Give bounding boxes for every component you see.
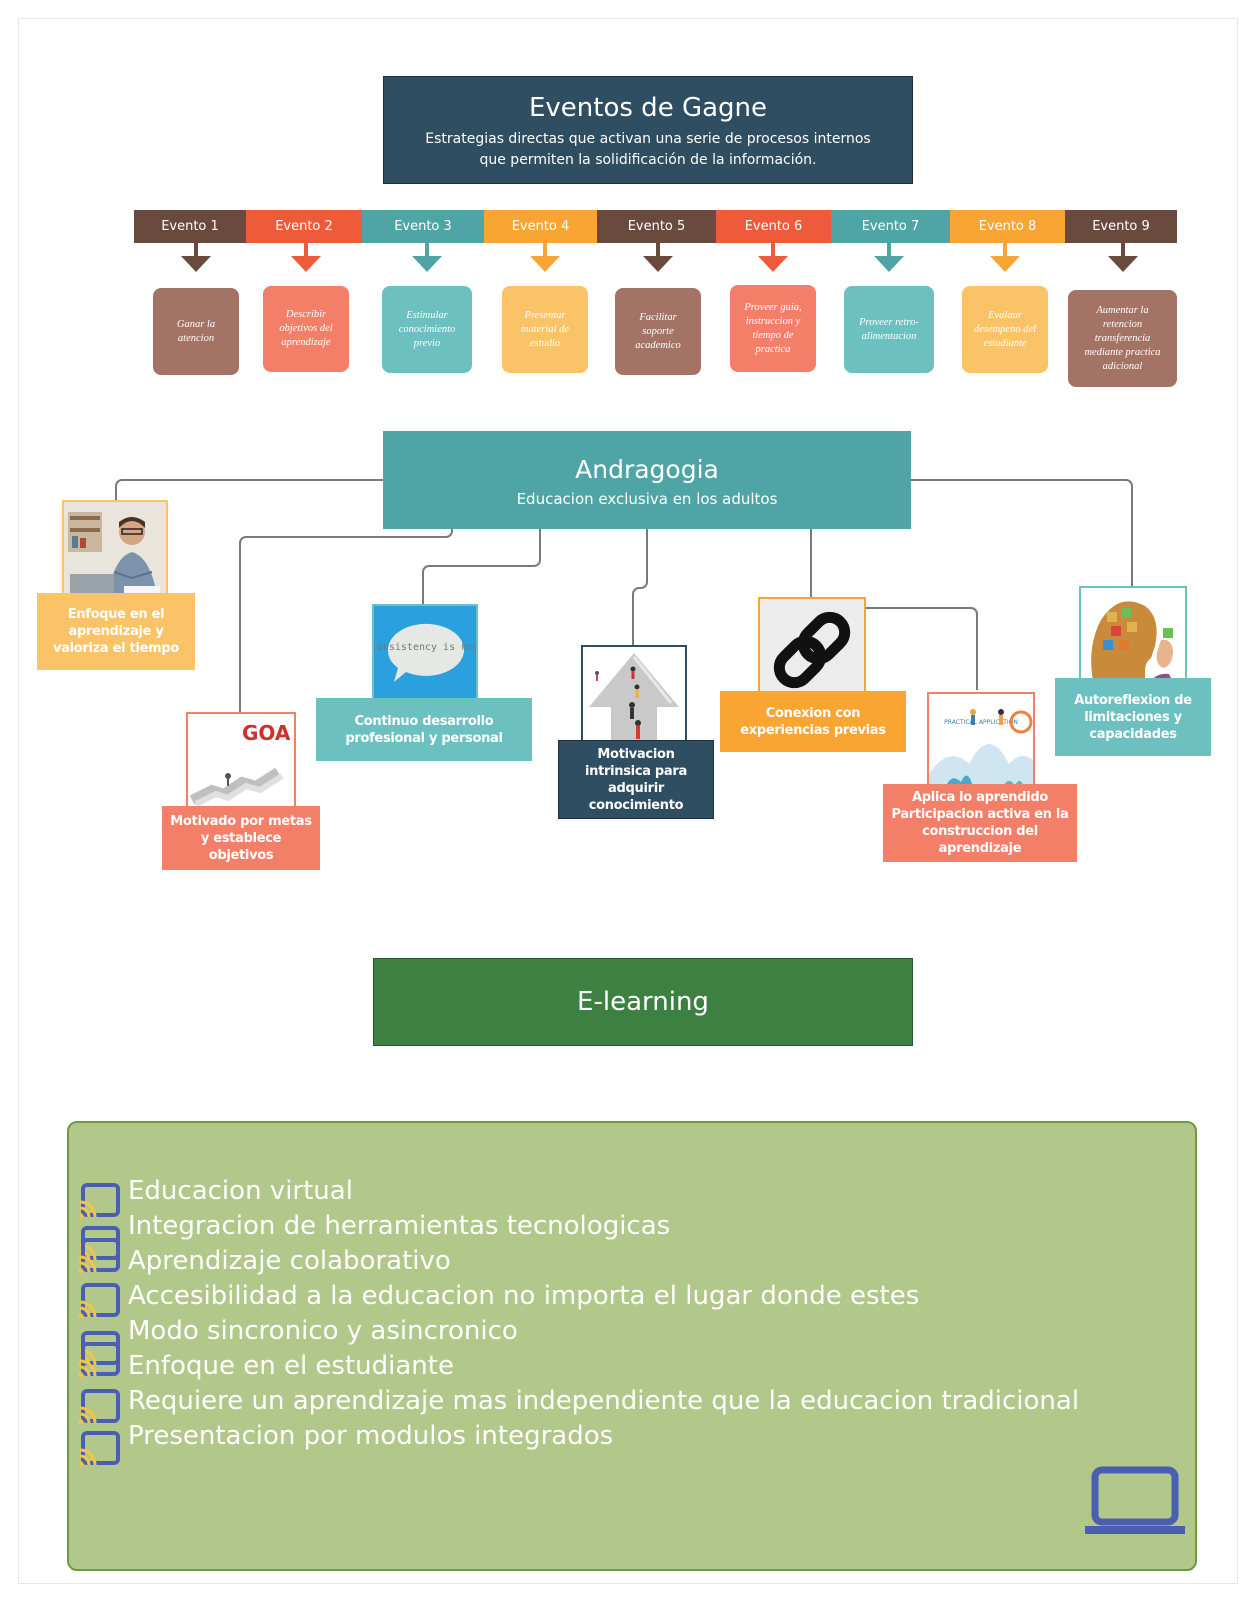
event-arrow-stem bbox=[425, 243, 429, 257]
event-tab-5: Evento 5 bbox=[597, 210, 716, 243]
man-studying-image bbox=[62, 500, 168, 604]
head-puzzle-image bbox=[1079, 586, 1187, 692]
event-arrow-stem bbox=[771, 243, 775, 257]
andragogia-node-5: Conexion con experiencias previas bbox=[720, 691, 906, 752]
elearning-item: Aprendizaje colaborativo bbox=[128, 1246, 451, 1276]
event-arrow-stem bbox=[1003, 243, 1007, 257]
event-arrow-stem bbox=[543, 243, 547, 257]
elearning-item: Educacion virtual bbox=[128, 1176, 353, 1206]
down-arrow-icon bbox=[412, 256, 442, 272]
event-card-5: Facilitar soporte academico bbox=[615, 288, 701, 375]
andragogia-node-7: Autoreflexion de limitaciones y capacida… bbox=[1055, 678, 1211, 756]
andragogia-title: Andragogia bbox=[575, 455, 719, 484]
event-tab-3: Evento 3 bbox=[362, 210, 484, 243]
event-card-3: Estimular conocimiento previo bbox=[382, 286, 472, 373]
cast-screen-icon bbox=[77, 1430, 121, 1468]
gagne-header: Eventos de Gagne Estrategias directas qu… bbox=[383, 76, 913, 184]
page-frame bbox=[18, 18, 1238, 1584]
gagne-title: Eventos de Gagne bbox=[528, 93, 768, 123]
down-arrow-icon bbox=[990, 256, 1020, 272]
consistency-text: consistency is key bbox=[374, 642, 476, 653]
elearning-item: Modo sincronico y asincronico bbox=[128, 1316, 518, 1346]
cast-screen-icon bbox=[77, 1282, 121, 1320]
event-tab-4: Evento 4 bbox=[484, 210, 597, 243]
cast-screen-icon bbox=[77, 1237, 121, 1275]
down-arrow-icon bbox=[530, 256, 560, 272]
event-tab-1: Evento 1 bbox=[134, 210, 246, 243]
cast-screen-icon bbox=[77, 1388, 121, 1426]
laptop-icon bbox=[1085, 1466, 1185, 1534]
down-arrow-icon bbox=[643, 256, 673, 272]
event-tab-6: Evento 6 bbox=[716, 210, 831, 243]
cast-screen-icon bbox=[77, 1182, 121, 1220]
elearning-item: Requiere un aprendizaje mas independient… bbox=[128, 1386, 1080, 1416]
down-arrow-icon bbox=[181, 256, 211, 272]
elearning-header: E-learning bbox=[373, 958, 913, 1046]
event-card-4: Presentar material de estudio bbox=[502, 286, 588, 373]
elearning-item: Integracion de herramientas tecnologicas bbox=[128, 1211, 671, 1241]
cast-screen-icon bbox=[77, 1341, 121, 1379]
goal-stairs-image: GOA bbox=[186, 712, 296, 818]
event-tab-9: Evento 9 bbox=[1065, 210, 1177, 243]
event-card-1: Ganar la atencion bbox=[153, 288, 239, 375]
event-arrow-stem bbox=[1120, 243, 1125, 257]
event-arrow-stem bbox=[194, 243, 198, 257]
event-tab-8: Evento 8 bbox=[950, 210, 1065, 243]
practical-application-image: PRACTICAL APPLICATION bbox=[927, 692, 1035, 798]
andragogia-node-2: Motivado por metas y establece objetivos bbox=[162, 806, 320, 870]
elearning-item: Presentacion por modulos integrados bbox=[128, 1421, 614, 1451]
event-tab-7: Evento 7 bbox=[831, 210, 950, 243]
andragogia-subtitle: Educacion exclusiva en los adultos bbox=[516, 490, 778, 508]
elearning-item: Accesibilidad a la educacion no importa … bbox=[128, 1281, 920, 1311]
practice-text: PRACTICAL APPLICATION bbox=[944, 719, 1018, 726]
event-tab-2: Evento 2 bbox=[246, 210, 362, 243]
event-arrow-stem bbox=[304, 243, 308, 257]
event-arrow-stem bbox=[887, 243, 891, 257]
down-arrow-icon bbox=[291, 256, 321, 272]
down-arrow-icon bbox=[758, 256, 788, 272]
andragogia-header: Andragogia Educacion exclusiva en los ad… bbox=[383, 431, 911, 529]
event-card-8: Evalaur desempeno del estudiante bbox=[962, 286, 1048, 373]
event-card-6: Proveer guia, instruccion y tiempo de pr… bbox=[730, 285, 816, 372]
andragogia-node-3: Continuo desarrollo profesional y person… bbox=[316, 698, 532, 761]
motivation-path-image bbox=[581, 645, 687, 751]
elearning-item: Enfoque en el estudiante bbox=[128, 1351, 454, 1381]
consistency-bubble-image: consistency is key bbox=[372, 604, 478, 710]
andragogia-node-4: Motivacion intrinsica para adquirir cono… bbox=[558, 740, 714, 819]
gagne-subtitle: Estrategias directas que activan una ser… bbox=[425, 131, 871, 168]
event-card-7: Proveer retro-alimentacion bbox=[844, 286, 934, 373]
chain-link-icon bbox=[758, 597, 866, 703]
andragogia-node-6: Aplica lo aprendido Participacion activa… bbox=[883, 784, 1077, 862]
down-arrow-icon bbox=[1107, 256, 1138, 272]
event-arrow-stem bbox=[656, 243, 660, 257]
event-card-9: Aumentar la retencion transferencia medi… bbox=[1068, 290, 1177, 387]
goal-text: GOA bbox=[242, 721, 291, 745]
down-arrow-icon bbox=[874, 256, 904, 272]
event-card-2: Describir objetivos del aprendizaje bbox=[263, 286, 349, 372]
andragogia-node-1: Enfoque en el aprendizaje y valoriza el … bbox=[37, 593, 195, 670]
elearning-list-panel bbox=[67, 1121, 1197, 1571]
